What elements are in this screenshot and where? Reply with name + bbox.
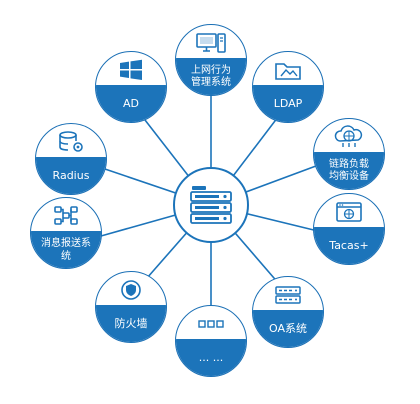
node-label-line2: 管理系统	[191, 76, 231, 88]
node-label: OA系统	[253, 310, 323, 347]
node-ad: AD	[95, 51, 167, 123]
browser-globe-icon	[314, 194, 384, 230]
node-firewall: 防火墙	[95, 271, 167, 343]
computer-icon	[176, 25, 246, 61]
server-rack-icon	[253, 277, 323, 313]
node-label: 链路负载 均衡设备	[314, 152, 384, 189]
node-label: AD	[96, 85, 166, 122]
rack-server-icon	[190, 186, 232, 224]
folder-icon	[253, 52, 323, 88]
node-tacas: Tacas+	[313, 193, 385, 265]
node-label: 防火墙	[96, 305, 166, 342]
windows-logo-icon	[96, 52, 166, 88]
node-ldap: LDAP	[252, 51, 324, 123]
node-label: 上网行为 管理系统	[176, 58, 246, 95]
node-message-reporting: 消息报送系统	[30, 197, 102, 269]
node-label: Radius	[36, 157, 106, 194]
shield-icon	[96, 272, 166, 308]
node-label-line2: 均衡设备	[329, 170, 369, 182]
globe-cloud-icon	[314, 119, 384, 155]
node-radius: Radius	[35, 123, 107, 195]
node-load-balancer: 链路负载 均衡设备	[313, 118, 385, 190]
dots-icon	[176, 306, 246, 342]
node-label: ... ...	[176, 339, 246, 376]
node-label: Tacas+	[314, 227, 384, 264]
database-gear-icon	[36, 124, 106, 160]
node-label-line1: 链路负载	[329, 158, 369, 170]
center-hub	[173, 167, 249, 243]
node-label-line1: 上网行为	[191, 64, 231, 76]
node-more: ... ...	[175, 305, 247, 377]
node-oa-system: OA系统	[252, 276, 324, 348]
network-nodes-icon	[31, 198, 101, 234]
node-label: 消息报送系统	[31, 231, 101, 268]
node-label: LDAP	[253, 85, 323, 122]
node-behavior-management: 上网行为 管理系统	[175, 24, 247, 96]
